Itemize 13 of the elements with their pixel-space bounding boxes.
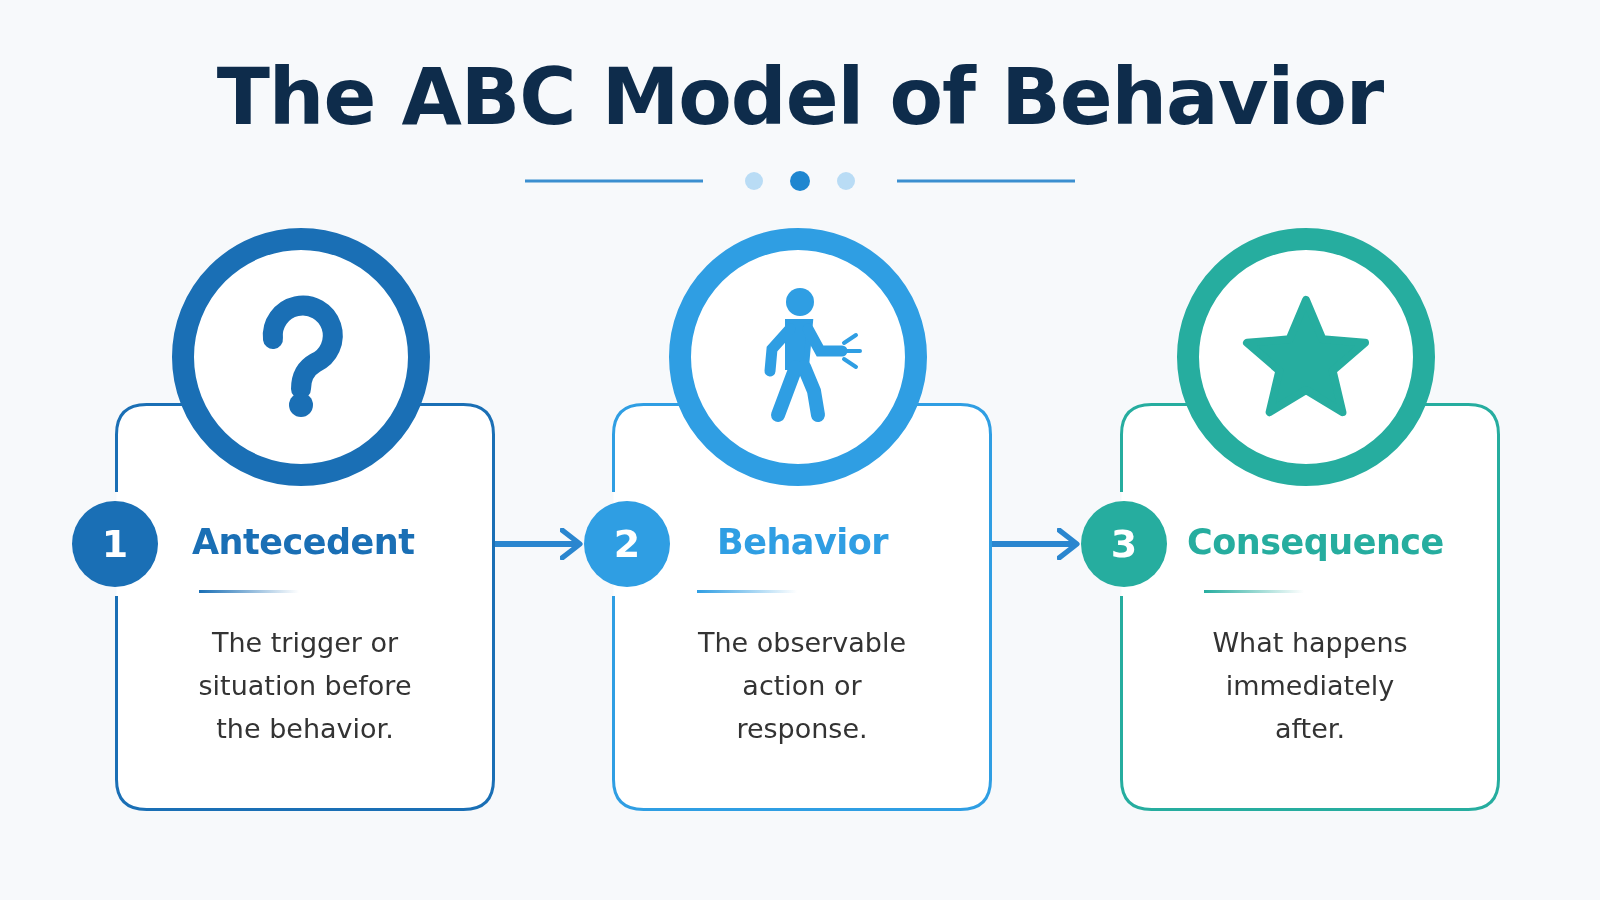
title: The ABC Model of Behavior bbox=[215, 52, 1385, 142]
flow-arrow bbox=[495, 527, 583, 561]
step-title: Antecedent bbox=[192, 522, 415, 562]
flow-arrow bbox=[992, 527, 1080, 561]
step-description: What happens immediately after. bbox=[1211, 626, 1409, 746]
step-card bbox=[612, 226, 992, 811]
step-title: Consequence bbox=[1187, 522, 1444, 562]
step-description: The observable action or response. bbox=[697, 626, 907, 746]
step-number-badge: 3 bbox=[1081, 501, 1167, 587]
step-number-badge: 1 bbox=[72, 501, 158, 587]
step-title: Behavior bbox=[717, 522, 889, 562]
step-description: The trigger or situation before the behavior. bbox=[197, 626, 413, 746]
step-number-badge: 2 bbox=[584, 501, 670, 587]
